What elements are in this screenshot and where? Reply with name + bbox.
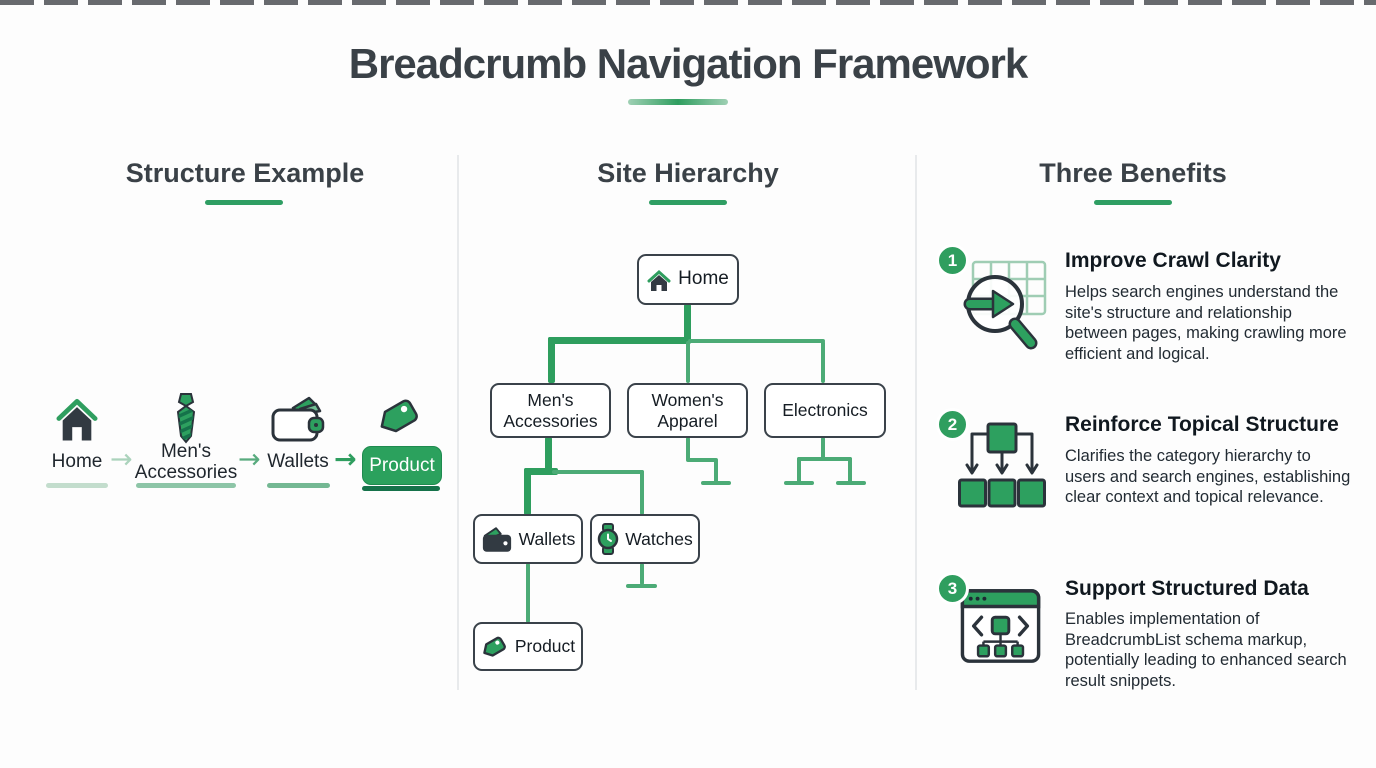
schema-window-icon bbox=[960, 589, 1041, 663]
node-label: Wallets bbox=[518, 528, 576, 549]
breadcrumb-item-product: Product bbox=[362, 446, 442, 485]
breadcrumb-underline-wallets bbox=[267, 483, 330, 488]
site-hierarchy-heading: Site Hierarchy bbox=[597, 158, 779, 188]
price-tag-icon bbox=[483, 636, 506, 657]
hierarchy-node-electronics: Electronics bbox=[764, 383, 886, 438]
hierarchy-node-watches: Watches bbox=[590, 514, 700, 564]
connector-home-down bbox=[684, 304, 691, 341]
benefit-title: Improve Crawl Clarity bbox=[1065, 249, 1281, 272]
connector-mens-drop bbox=[548, 337, 555, 383]
column-divider-right bbox=[915, 155, 917, 690]
connector-watches-drop bbox=[640, 470, 644, 515]
connector-wallets-product bbox=[526, 563, 530, 623]
hierarchy-node-wallets: Wallets bbox=[473, 514, 583, 564]
stub-endcap-electronics-left bbox=[784, 481, 814, 485]
connector-electronics-drop bbox=[821, 341, 825, 383]
watch-icon bbox=[598, 523, 619, 555]
connector-below-mens bbox=[545, 437, 552, 475]
three-benefits-heading: Three Benefits bbox=[1039, 158, 1227, 188]
stub-endcap-watches bbox=[626, 584, 657, 588]
breadcrumb-arrow-icon: → bbox=[110, 444, 133, 475]
benefit-number-badge: 3 bbox=[936, 572, 969, 605]
connector-main-thick bbox=[548, 337, 691, 344]
connector-wallets-drop bbox=[524, 468, 531, 515]
connector-womens-below bbox=[686, 437, 690, 461]
benefit-description: Clarifies the category hierarchy to user… bbox=[1065, 447, 1351, 506]
benefit-number-badge: 1 bbox=[936, 244, 969, 277]
wallet-icon bbox=[482, 526, 511, 552]
connector-electronics-elbow bbox=[797, 457, 852, 461]
benefit-number-badge: 2 bbox=[936, 408, 969, 441]
node-label: Men's Accessories bbox=[503, 389, 598, 431]
benefits-heading-accent bbox=[1094, 200, 1172, 205]
connector-electronics-below bbox=[821, 437, 825, 460]
wallet-icon bbox=[271, 396, 325, 442]
breadcrumb-arrow-icon: → bbox=[238, 444, 261, 475]
hierarchy-node-womens-apparel: Women's Apparel bbox=[627, 383, 748, 438]
hierarchy-node-product: Product bbox=[473, 622, 583, 671]
hierarchy-node-home: Home bbox=[637, 254, 739, 305]
breadcrumb-arrow-icon: → bbox=[334, 444, 357, 475]
breadcrumb-underline-home bbox=[46, 483, 108, 488]
breadcrumb-underline-product bbox=[362, 486, 440, 491]
node-label: Home bbox=[678, 268, 729, 290]
top-edge-artifact bbox=[0, 0, 1376, 5]
hierarchy-node-mens-accessories: Men's Accessories bbox=[490, 383, 611, 438]
node-label: Product bbox=[514, 636, 576, 657]
connector-womens-elbow bbox=[686, 458, 717, 462]
hierarchy-heading-accent bbox=[649, 200, 727, 205]
stub-endcap-electronics-right bbox=[836, 481, 866, 485]
benefit-title: Support Structured Data bbox=[1065, 577, 1309, 600]
title-accent-bar bbox=[628, 99, 728, 105]
node-label: Women's Apparel bbox=[651, 389, 724, 431]
benefit-description: Helps search engines understand the site… bbox=[1065, 283, 1347, 363]
benefit-description: Enables implementation of BreadcrumbList… bbox=[1065, 610, 1347, 690]
connector-electronics-stub-left bbox=[797, 457, 801, 483]
node-label: Watches bbox=[625, 528, 693, 549]
structure-heading-accent bbox=[205, 200, 283, 205]
connector-womens-stub bbox=[714, 458, 718, 483]
home-icon bbox=[647, 269, 671, 291]
node-label: Electronics bbox=[782, 400, 868, 421]
connector-watches-stub bbox=[640, 563, 644, 585]
breadcrumb-item-wallets: Wallets bbox=[267, 451, 329, 472]
connector-elbow-thin bbox=[552, 470, 644, 474]
connector-electronics-stub-right bbox=[848, 457, 852, 483]
connector-womens-drop bbox=[686, 341, 690, 383]
crawl-magnifier-icon bbox=[963, 260, 1047, 350]
topical-tree-icon bbox=[958, 422, 1046, 508]
breadcrumb-underline-mens bbox=[136, 483, 236, 488]
price-tag-icon bbox=[380, 399, 418, 433]
stub-endcap-womens bbox=[701, 481, 731, 485]
necktie-icon bbox=[176, 393, 196, 444]
structure-example-heading: Structure Example bbox=[125, 158, 365, 188]
connector-elbow-thick bbox=[524, 468, 558, 475]
breadcrumb-item-mens-accessories: Men's Accessories bbox=[134, 441, 238, 483]
breadcrumb-item-home: Home bbox=[51, 451, 103, 472]
column-divider-left bbox=[457, 155, 459, 690]
home-icon bbox=[56, 398, 98, 441]
page-title: Breadcrumb Navigation Framework bbox=[348, 40, 1029, 87]
benefit-title: Reinforce Topical Structure bbox=[1065, 413, 1339, 436]
connector-main-thin bbox=[688, 339, 825, 343]
